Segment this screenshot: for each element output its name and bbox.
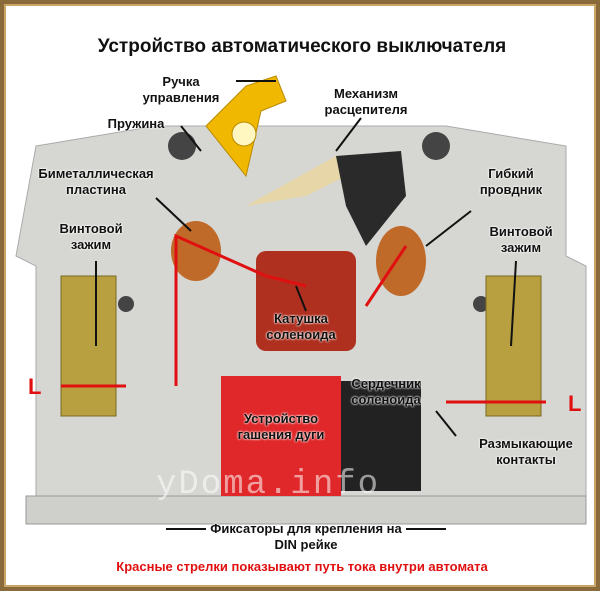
flex-wire-right xyxy=(376,226,426,296)
label-trip-mechanism: Механизм расцепителя xyxy=(324,86,408,117)
pointer-lines xyxy=(95,80,517,530)
din-latch xyxy=(25,495,587,525)
label-L-left: L xyxy=(28,374,42,399)
current-path-arrows xyxy=(61,233,546,404)
label-flex-conductor: Гибкий провдник xyxy=(479,166,543,197)
label-bimetal: Биметаллическая пластина xyxy=(38,166,154,197)
screw-clamp-left xyxy=(60,275,117,417)
label-coil: Катушка соленоида xyxy=(266,311,336,342)
rivet-hole xyxy=(168,132,196,160)
rivet-hole xyxy=(473,296,489,312)
label-contacts: Размыкающие контакты xyxy=(479,436,573,467)
breaker-illustration xyxy=(15,75,587,530)
trip-mechanism-shape xyxy=(336,151,406,246)
diagram-title: Устройство автоматического выключателя xyxy=(97,36,507,57)
footer-note: Красные стрелки показывают путь тока вну… xyxy=(116,559,488,574)
label-spring: Пружина xyxy=(107,116,165,131)
label-screw-clamp-left: Винтовой зажим xyxy=(59,221,123,252)
watermark: yDoma.info xyxy=(156,466,381,504)
diagram-frame: Устройство автоматического выключателя Р… xyxy=(4,4,596,587)
label-core: Сердечник соленоида xyxy=(351,376,421,407)
label-handle: Ручка управления xyxy=(142,74,220,105)
rivet-hole xyxy=(118,296,134,312)
label-L-right: L xyxy=(568,391,582,416)
arc-chute xyxy=(221,376,341,496)
solenoid-coil xyxy=(256,251,356,351)
label-screw-clamp-right: Винтовой зажим xyxy=(489,224,553,255)
label-din: Фиксаторы для крепления на DIN рейке xyxy=(210,521,402,552)
rivet-hole xyxy=(422,132,450,160)
solenoid-core-area xyxy=(341,381,421,491)
flex-wire-left xyxy=(171,221,221,281)
label-arc-chute: Устройство гашения дуги xyxy=(237,411,325,442)
